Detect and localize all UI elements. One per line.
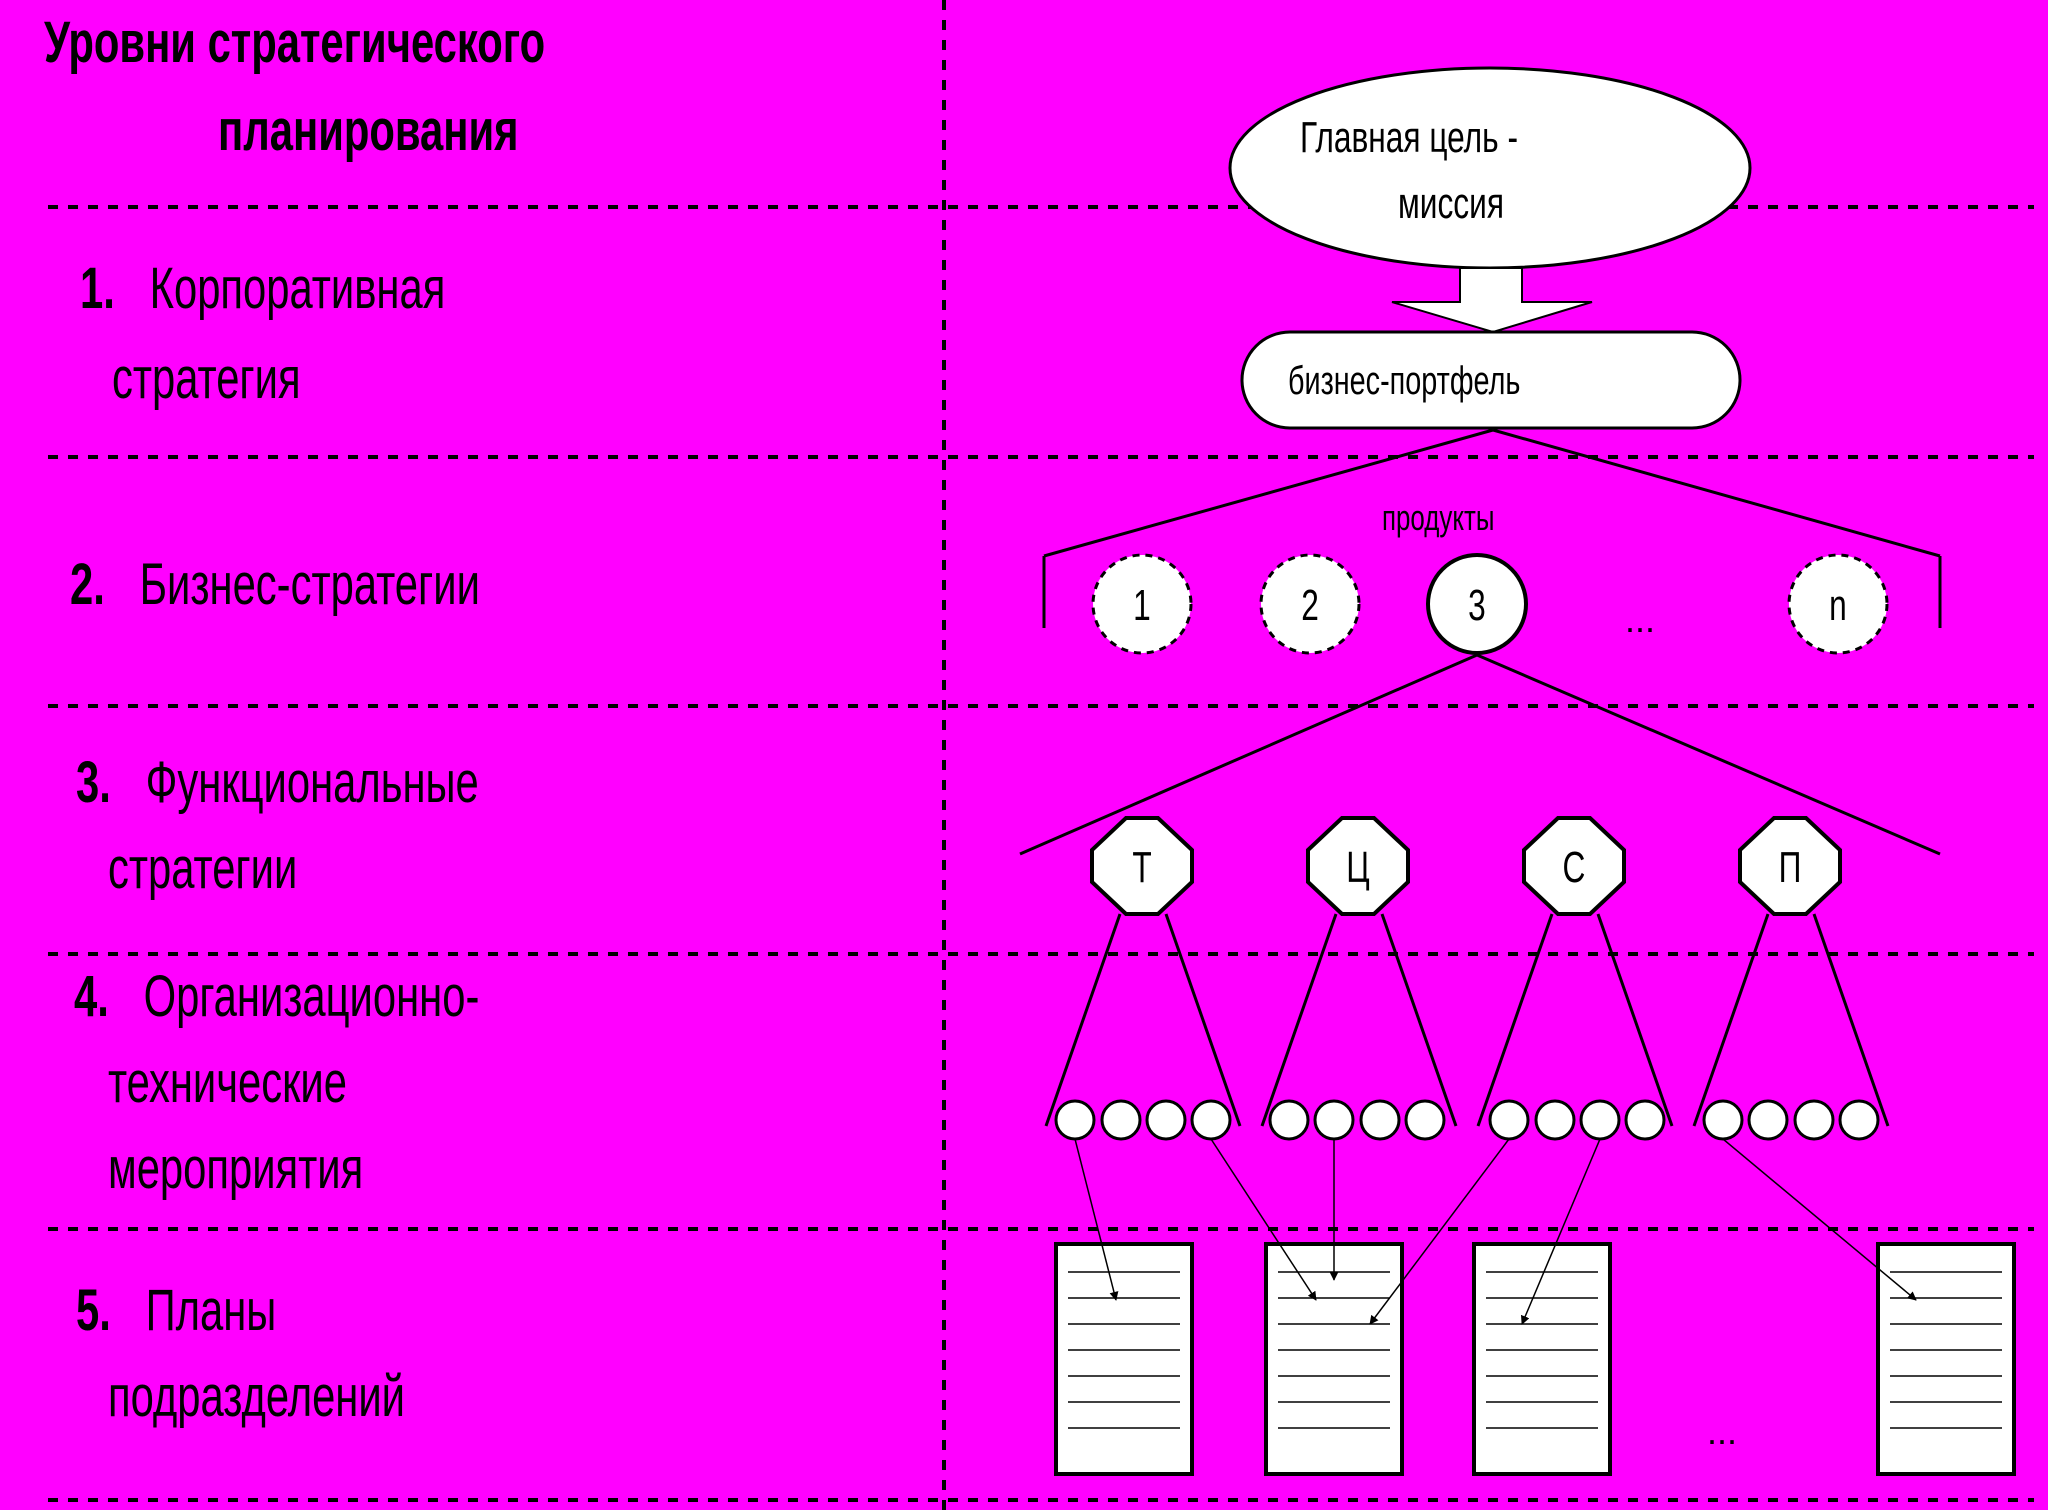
level-1-label: 1. Корпоративная [80,256,446,321]
plan-document-3 [1472,1242,1612,1476]
activity-circle [1747,1099,1789,1141]
down-arrow [1391,267,1593,334]
activity-circle [1145,1099,1187,1141]
plan-documents [1054,1242,2016,1476]
mission-text-line2: миссия [1398,179,1504,228]
arrow [1210,1138,1317,1301]
product-label-3: 3 [1468,581,1486,630]
activity-circles [1054,1099,1880,1141]
activity-circle [1404,1099,1446,1141]
level-5-label-line2: подразделений [108,1364,406,1429]
level-4-label-line2: технические [108,1050,347,1115]
activity-circle [1579,1099,1621,1141]
activity-circle [1488,1099,1530,1141]
function-label-s: С [1563,843,1586,892]
grid-lines [48,0,2034,1510]
function-label-p: П [1779,843,1802,892]
product-label-1: 1 [1133,581,1151,630]
function-octagon-p [1738,816,1842,916]
activity-circle [1624,1099,1666,1141]
activity-circle [1359,1099,1401,1141]
products-bracket [1042,428,1942,628]
level-5-label: 5. Планы [76,1278,277,1343]
arrow [1722,1138,1917,1301]
product-label-2: 2 [1301,581,1319,630]
activity-circle [1268,1099,1310,1141]
plan-arrows [1074,1138,1917,1325]
products-label: продукты [1382,498,1494,538]
function-octagon-t [1090,816,1194,916]
page-title-line1: Уровни стратегического [44,10,546,75]
activity-circle [1313,1099,1355,1141]
product-circle-2 [1259,553,1361,655]
portfolio-box [1240,330,1742,430]
function-label-ts: Ц [1346,843,1369,892]
plan-document-lines [1068,1271,2002,1429]
page-title-line2: планирования [218,98,519,163]
plan-document-1 [1054,1242,1194,1476]
arrow [1369,1138,1510,1325]
product-circle-n [1787,553,1889,655]
activity-circle [1534,1099,1576,1141]
products-ellipsis: ... [1625,599,1655,640]
mission-ellipse [1228,66,1752,270]
mission-text-line1: Главная цель - [1300,113,1518,162]
level-2-label: 2. Бизнес-стратегии [70,552,480,617]
activity-circle [1838,1099,1880,1141]
arrow [1521,1138,1601,1325]
plan-document-4 [1876,1242,2016,1476]
portfolio-text: бизнес-портфель [1288,358,1520,403]
arrow [1074,1138,1119,1301]
function-octagon-ts [1306,816,1410,916]
plans-ellipsis: ... [1707,1411,1737,1452]
product-circle-1 [1091,553,1193,655]
activity-fans [1044,913,1890,1127]
product-label-n: n [1829,581,1847,630]
product-circle-3 [1426,553,1528,655]
level-3-label: 3. Функциональные [76,750,479,815]
level-1-label-line2: стратегия [112,346,301,411]
activity-circle [1190,1099,1232,1141]
function-octagon-s [1522,816,1626,916]
activity-circle [1054,1099,1096,1141]
activity-circle [1100,1099,1142,1141]
activity-circle [1793,1099,1835,1141]
function-label-t: Т [1132,843,1151,892]
functions-spread [1019,653,1941,856]
level-4-label: 4. Организационно- [74,964,480,1029]
level-3-label-line2: стратегии [108,836,298,901]
level-4-label-line3: мероприятия [108,1136,364,1201]
activity-circle [1702,1099,1744,1141]
